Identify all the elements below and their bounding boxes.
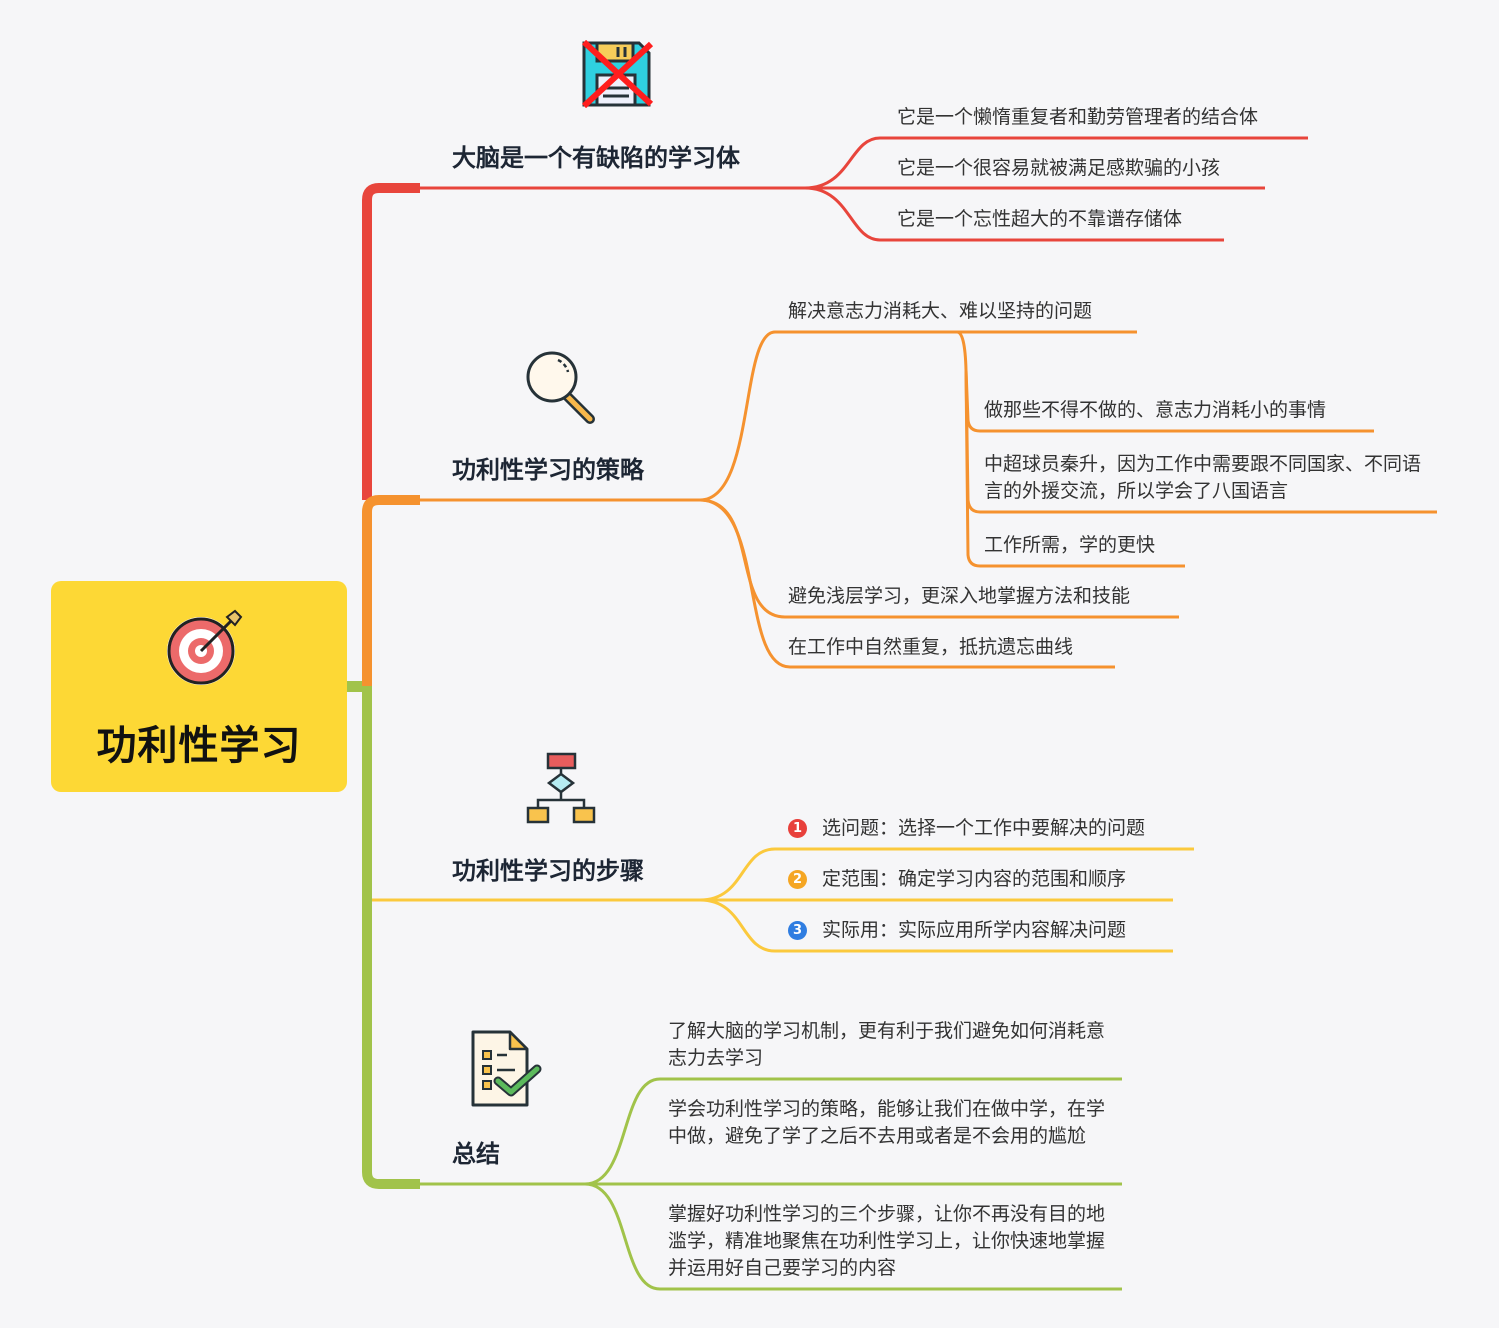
checklist-icon xyxy=(471,1030,542,1107)
step-number-badge: 3 xyxy=(788,921,807,940)
list-item[interactable]: 避免浅层学习，更深入地掌握方法和技能 xyxy=(788,585,1131,607)
list-item[interactable]: 它是一个懒惰重复者和勤劳管理者的结合体 xyxy=(897,106,1259,128)
target-arrow-icon xyxy=(167,609,243,685)
magnifier-icon xyxy=(526,351,595,424)
step-number-badge: 1 xyxy=(788,819,807,838)
list-item[interactable]: 它是一个很容易就被满足感欺骗的小孩 xyxy=(897,157,1221,179)
list-item[interactable]: 中超球员秦升，因为工作中需要跟不同国家、不同语言的外援交流，所以学会了八国语言 xyxy=(984,453,1422,502)
step-label: 实际用：实际应用所学内容解决问题 xyxy=(822,919,1127,941)
list-item[interactable]: 学会功利性学习的策略，能够让我们在做中学，在学中做，避免了学了之后不去用或者是不… xyxy=(668,1098,1106,1147)
list-item[interactable]: 解决意志力消耗大、难以坚持的问题 xyxy=(788,300,1093,322)
step-item[interactable]: 3 实际用：实际应用所学内容解决问题 xyxy=(788,917,1126,944)
list-item[interactable]: 工作所需，学的更快 xyxy=(984,534,1156,556)
flowchart-icon xyxy=(526,752,596,824)
root-title: 功利性学习 xyxy=(96,723,302,769)
root-node[interactable]: 功利性学习 xyxy=(51,581,347,792)
step-label: 选问题：选择一个工作中要解决的问题 xyxy=(822,817,1146,839)
branch-title-summary[interactable]: 总结 xyxy=(452,1140,500,1168)
branch-title-brain[interactable]: 大脑是一个有缺陷的学习体 xyxy=(452,144,740,172)
list-item[interactable]: 在工作中自然重复，抵抗遗忘曲线 xyxy=(788,636,1074,658)
step-item[interactable]: 2 定范围：确定学习内容的范围和顺序 xyxy=(788,866,1126,893)
step-label: 定范围：确定学习内容的范围和顺序 xyxy=(822,868,1127,890)
branch-title-strategy[interactable]: 功利性学习的策略 xyxy=(452,456,644,484)
step-item[interactable]: 1 选问题：选择一个工作中要解决的问题 xyxy=(788,815,1145,842)
list-item[interactable]: 了解大脑的学习机制，更有利于我们避免如何消耗意志力去学习 xyxy=(668,1020,1106,1069)
step-number-badge: 2 xyxy=(788,870,807,889)
branch-title-steps[interactable]: 功利性学习的步骤 xyxy=(452,857,644,885)
list-item[interactable]: 掌握好功利性学习的三个步骤，让你不再没有目的地滥学，精准地聚焦在功利性学习上，让… xyxy=(668,1203,1106,1279)
list-item[interactable]: 它是一个忘性超大的不靠谱存储体 xyxy=(897,208,1183,230)
floppy-disk-crossed-icon xyxy=(581,40,653,108)
list-item[interactable]: 做那些不得不做的、意志力消耗小的事情 xyxy=(984,399,1327,421)
